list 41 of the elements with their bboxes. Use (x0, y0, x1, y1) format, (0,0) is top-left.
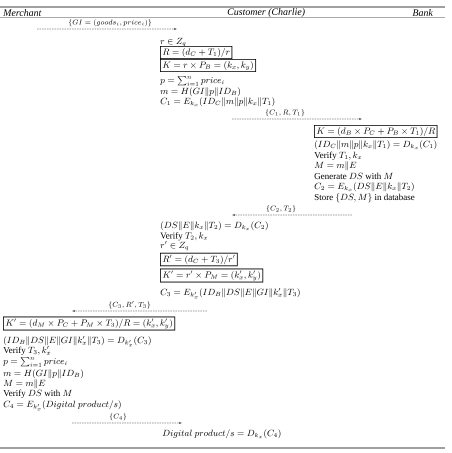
message-label: $\{C_2, T_2\}$ (266, 205, 296, 212)
message-label: $\{C_4\}$ (110, 413, 126, 420)
protocol-step: $\text{Verify } DS \text{ with } M$ (3, 390, 72, 398)
protocol-step: $m = H(GI\|p\|ID_B)$ (3, 369, 83, 378)
message-arrow (72, 310, 208, 312)
boxed-formula: $K = r \times P_B = (k_x, k_y)$ (160, 59, 256, 72)
protocol-step: $C_1 = E_{k_x}(ID_C\|m\|p\|k_x\|T_1)$ (160, 97, 274, 106)
party-label: Bank (412, 9, 433, 16)
boxed-formula: $K' = r' \times P_M = (k'_x, k'_y)$ (160, 268, 264, 282)
boxed-formula: $K = (d_B \times P_C + P_B \times T_1)/R$ (314, 125, 438, 138)
party-label: Customer (Charlie) (228, 8, 305, 17)
protocol-step: $p = \sum_{i=1}^{n} price_i$ (160, 76, 224, 86)
protocol-step: $(ID_C\|m\|p\|k_x\|T_1) = D_{k_x}(C_1)$ (315, 140, 436, 150)
protocol-step: $\text{Verify } T_2, k_x$ (160, 232, 208, 240)
message-arrow (232, 214, 352, 216)
boxed-formula: $R = (d_C + T_1)/r$ (160, 46, 232, 59)
protocol-step: $\text{Store } \{DS, M\} \text{ in database}$ (314, 193, 414, 202)
message-label: $\{C_3, R', T_3\}$ (108, 300, 150, 308)
boxed-formula: $R' = (d_C + T_3)/r'$ (160, 252, 238, 266)
protocol-step: $M = m\|E$ (4, 379, 46, 388)
protocol-step: $r \in Z_q$ (160, 38, 186, 46)
protocol-step: $m = H(GI\|p\|ID_B)$ (160, 87, 240, 96)
message-label: $\{GI = (goods_i, price_i)\}$ (68, 19, 152, 26)
protocol-step: $C_3 = E_{k'_x}(ID_B\|DS\|E\|GI\|k'_x\|T_3)$ (160, 288, 300, 298)
boxed-formula: $K' = (d_M \times P_C + P_M \times T_3)/R = (k'_x, k'_y)$ (3, 316, 176, 330)
message-arrow (72, 422, 182, 424)
protocol-step: $\text{Verify } T_3, k'_x$ (3, 346, 50, 355)
protocol-step: $r' \in Z_q$ (160, 240, 188, 250)
protocol-step: $C_2 = E_{k_x}(DS\|E\|k_x\|T_2)$ (314, 182, 414, 192)
protocol-step: $Digital\ product/s = D_{k_x}(C_4)$ (162, 429, 280, 438)
protocol-step: $p = \sum_{i=1}^{n} price_i$ (2, 357, 67, 367)
message-arrow (232, 118, 362, 120)
protocol-step: $M = m\|E$ (314, 161, 356, 170)
party-label: Merchant (3, 9, 42, 16)
message-label: $\{C_1, R, T_1\}$ (266, 109, 304, 116)
protocol-step: $(ID_B\|DS\|E\|GI\|k'_x\|T_3) = D_{k'_x}(C_3)$ (4, 336, 151, 346)
protocol-step: $\text{Verify } T_1, k_x$ (314, 152, 362, 160)
message-arrow (36, 28, 177, 30)
protocol-step: $\text{Generate } DS \text{ with } M$ (314, 172, 394, 180)
protocol-step: $(DS\|E\|k_x\|T_2) = D_{k_x}(C_2)$ (161, 221, 268, 230)
protocol-step: $C_4 = E_{k'_x}(Digital\ product/s)$ (4, 400, 121, 410)
